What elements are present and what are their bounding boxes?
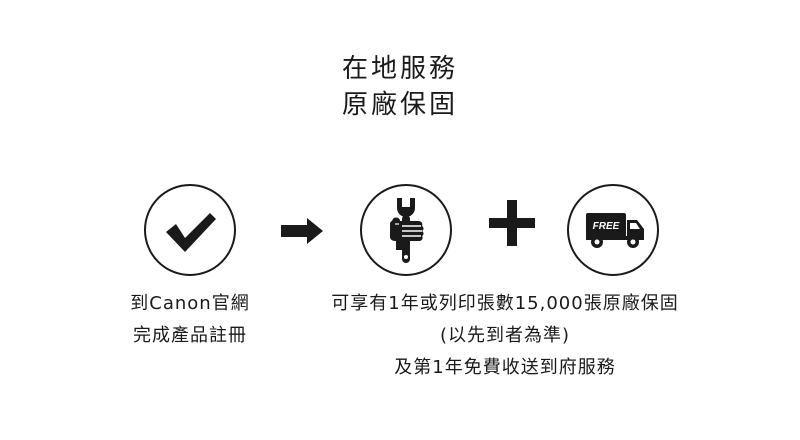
- plus-icon: [489, 200, 535, 246]
- caption-left-line-2: 完成產品註冊: [133, 325, 247, 346]
- wrench-hand-icon: [390, 198, 424, 263]
- caption-left-line-1: 到Canon官網: [130, 293, 250, 314]
- arrow-right-icon: [281, 218, 323, 244]
- caption-right-line-1: 可享有1年或列印張數15,000張原廠保固: [331, 293, 679, 314]
- heading-line-2: 原廠保固: [341, 90, 458, 120]
- caption-right-line-2: (以先到者為準): [439, 325, 571, 346]
- caption-right-line-3: 及第1年免費收送到府服務: [394, 357, 616, 378]
- checkmark-circle: [144, 184, 236, 276]
- wrench-hand-circle: [360, 184, 452, 276]
- delivery-truck-circle: FREE: [567, 184, 659, 276]
- caption-register: 到Canon官網 完成產品註冊: [90, 288, 290, 352]
- heading-line-1: 在地服務: [341, 54, 458, 84]
- delivery-truck-icon: FREE: [586, 213, 644, 248]
- truck-label: FREE: [593, 221, 620, 232]
- caption-warranty: 可享有1年或列印張數15,000張原廠保固 (以先到者為準) 及第1年免費收送到…: [300, 288, 710, 384]
- checkmark-icon: [166, 213, 216, 252]
